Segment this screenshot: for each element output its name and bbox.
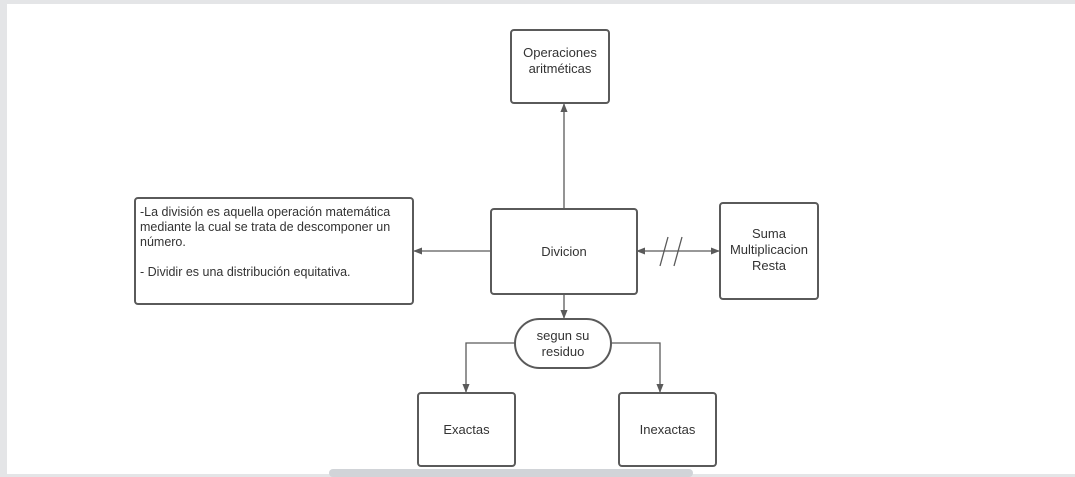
node-segun-su-residuo[interactable]: segun su residuo <box>514 318 612 369</box>
double-slash-marker-1 <box>659 236 669 267</box>
edge-segun-inexactas[interactable] <box>611 342 664 393</box>
node-operaciones-aritmeticas[interactable]: Operaciones aritméticas <box>510 29 610 104</box>
node-exactas[interactable]: Exactas <box>417 392 516 467</box>
node-otras-operaciones[interactable]: Suma Multiplicacion Resta <box>719 202 819 300</box>
edge-segun-exactas[interactable] <box>462 342 516 393</box>
node-divicion[interactable]: Divicion <box>490 208 638 295</box>
double-slash-marker-2 <box>673 236 683 267</box>
horizontal-scrollbar[interactable] <box>329 469 693 477</box>
node-inexactas[interactable]: Inexactas <box>618 392 717 467</box>
node-definicion[interactable]: -La división es aquella operación matemá… <box>134 197 414 305</box>
